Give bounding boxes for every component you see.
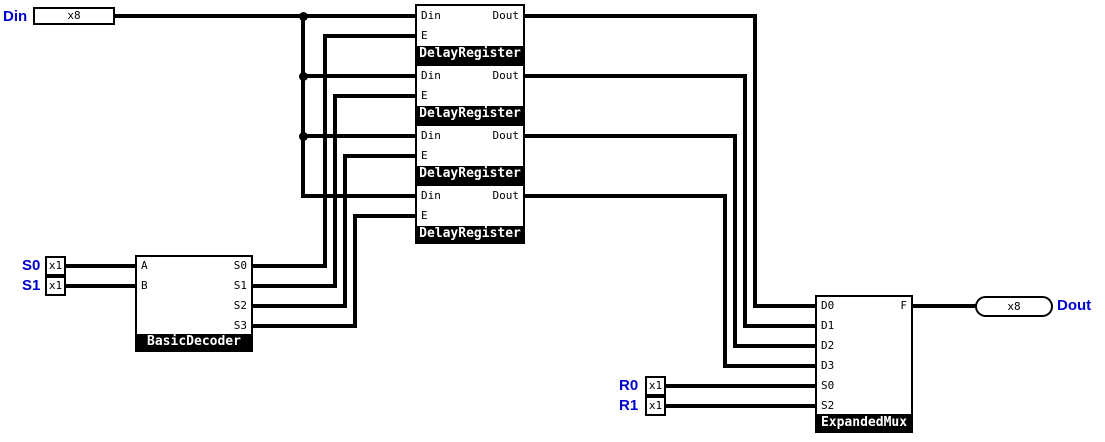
wire[interactable] (64, 264, 137, 268)
wire[interactable] (301, 14, 305, 198)
basic-decoder-port-b: B (141, 279, 148, 292)
wire[interactable] (523, 194, 727, 198)
input-pin-label-r1: R1 (619, 397, 639, 414)
input-pin-s0-width-box[interactable]: x1 (45, 256, 66, 276)
expanded-mux-port-d3: D3 (821, 359, 835, 372)
delay-register-4-name-label: DelayRegister (417, 226, 523, 242)
basic-decoder-port-s1: S1 (233, 279, 247, 292)
wire[interactable] (733, 134, 737, 348)
expanded-mux-port-s2: S2 (821, 399, 835, 412)
input-pin-r0-width-box[interactable]: x1 (645, 376, 666, 396)
delay-register-1-port-din: Din (421, 9, 441, 22)
wire[interactable] (723, 194, 727, 368)
wire[interactable] (523, 74, 747, 78)
basic-decoder-port-s2: S2 (233, 299, 247, 312)
wire[interactable] (753, 14, 757, 308)
delay-register-4-port-e: E (421, 209, 428, 222)
wire[interactable] (743, 324, 817, 328)
wire[interactable] (251, 264, 327, 268)
delay-register-2-port-dout: Dout (492, 69, 520, 82)
wire[interactable] (301, 74, 417, 78)
wire[interactable] (523, 134, 737, 138)
wire[interactable] (251, 304, 347, 308)
expanded-mux-port-d1: D1 (821, 319, 835, 332)
wire[interactable] (323, 34, 327, 268)
wire-junction-dot (298, 11, 308, 21)
expanded-mux-port-d2: D2 (821, 339, 835, 352)
basic-decoder-port-a: A (141, 259, 148, 272)
output-pin-label-dout: Dout (1057, 297, 1092, 314)
wire[interactable] (251, 284, 337, 288)
basic-decoder-name-label: BasicDecoder (137, 334, 251, 350)
delay-register-1-name-label: DelayRegister (417, 46, 523, 62)
delay-register-2-name-label: DelayRegister (417, 106, 523, 122)
wire[interactable] (251, 324, 357, 328)
wire[interactable] (353, 214, 417, 218)
wire[interactable] (743, 74, 747, 328)
input-pin-din-width-box[interactable]: x8 (33, 7, 115, 25)
wire[interactable] (343, 154, 347, 308)
wire[interactable] (733, 344, 817, 348)
input-pin-label-din: Din (3, 8, 28, 25)
delay-register-3-port-e: E (421, 149, 428, 162)
delay-register-4-port-din: Din (421, 189, 441, 202)
input-pin-label-r0: R0 (619, 377, 639, 394)
expanded-mux-port-f: F (900, 299, 907, 312)
delay-register-3-port-dout: Dout (492, 129, 520, 142)
wire[interactable] (523, 14, 757, 18)
delay-register-2-port-e: E (421, 89, 428, 102)
wire[interactable] (301, 134, 417, 138)
output-pin-dout-width-box[interactable]: x8 (975, 296, 1053, 317)
wire[interactable] (723, 364, 817, 368)
wire[interactable] (911, 304, 977, 308)
delay-register-3-name-label: DelayRegister (417, 166, 523, 182)
wire[interactable] (301, 194, 417, 198)
wire[interactable] (333, 94, 417, 98)
input-pin-r1-width-box[interactable]: x1 (645, 396, 666, 416)
wire[interactable] (64, 284, 137, 288)
basic-decoder-port-s0: S0 (233, 259, 247, 272)
wire[interactable] (113, 14, 417, 18)
wire[interactable] (323, 34, 417, 38)
wire[interactable] (753, 304, 817, 308)
basic-decoder-port-s3: S3 (233, 319, 247, 332)
input-pin-label-s0: S0 (22, 257, 41, 274)
wire[interactable] (333, 94, 337, 288)
wire[interactable] (353, 214, 357, 328)
delay-register-1-port-e: E (421, 29, 428, 42)
expanded-mux-port-d0: D0 (821, 299, 835, 312)
wire-junction-dot (298, 71, 308, 81)
wire-junction-dot (298, 131, 308, 141)
wire[interactable] (664, 384, 817, 388)
delay-register-3-port-din: Din (421, 129, 441, 142)
expanded-mux-name-label: ExpandedMux (817, 414, 911, 431)
delay-register-2-port-din: Din (421, 69, 441, 82)
wire[interactable] (343, 154, 417, 158)
input-pin-s1-width-box[interactable]: x1 (45, 276, 66, 296)
expanded-mux-port-s0: S0 (821, 379, 835, 392)
delay-register-1-port-dout: Dout (492, 9, 520, 22)
delay-register-4-port-dout: Dout (492, 189, 520, 202)
input-pin-label-s1: S1 (22, 277, 41, 294)
wire[interactable] (664, 404, 817, 408)
